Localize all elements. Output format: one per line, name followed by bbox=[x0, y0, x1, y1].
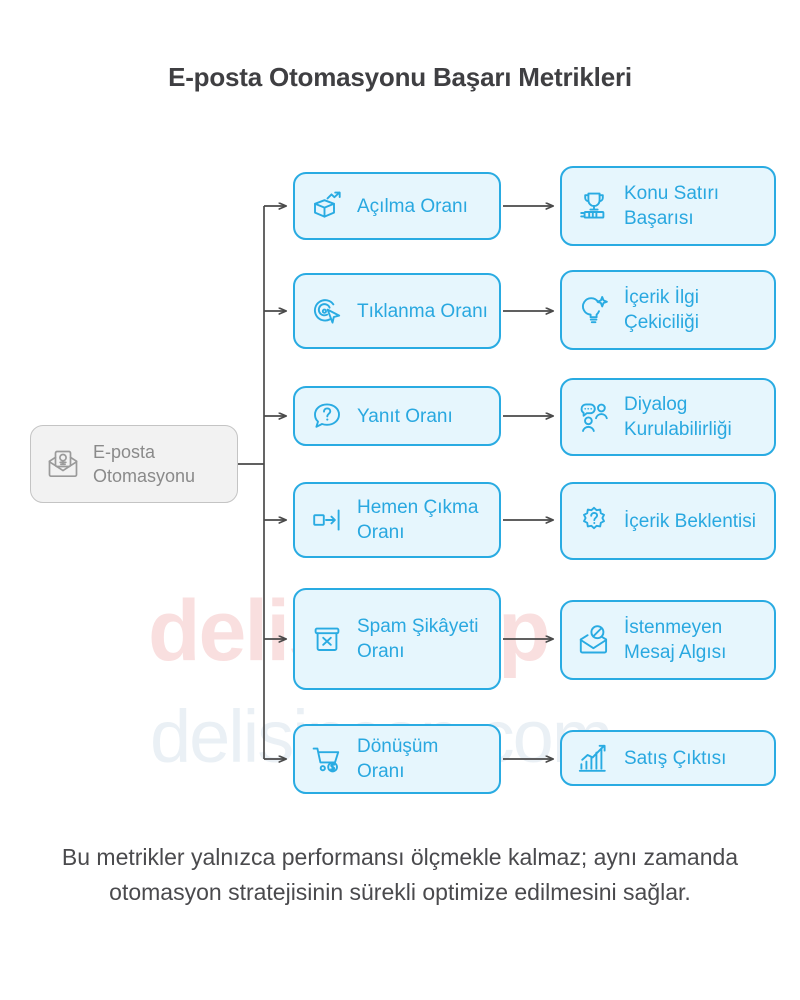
metric-node-label: Yanıt Oranı bbox=[357, 405, 453, 427]
outcome-node-label: Konu Satırı Başarısı bbox=[624, 183, 720, 229]
root-node-label: E-posta Otomasyonu bbox=[93, 442, 196, 486]
outcome-node-diyalog-kurulabilirligi[interactable]: Diyalog Kurulabilirliği bbox=[560, 378, 776, 456]
root-node-email-automation[interactable]: E-posta Otomasyonu bbox=[30, 425, 238, 503]
outcome-node-icerik-beklentisi[interactable]: İçerik Beklentisi bbox=[560, 482, 776, 560]
open-box-growth-icon bbox=[307, 186, 347, 226]
metric-node-label: Açılma Oranı bbox=[357, 195, 468, 217]
exit-arrow-icon bbox=[307, 500, 347, 540]
metric-node-hemen-cikma-orani[interactable]: Hemen Çıkma Oranı bbox=[293, 482, 501, 558]
metric-node-acilma-orani[interactable]: Açılma Oranı bbox=[293, 172, 501, 240]
summary-caption: Bu metrikler yalnızca performansı ölçmek… bbox=[61, 844, 739, 905]
outcome-node-label: Satış Çıktısı bbox=[624, 747, 727, 769]
metric-node-label: Spam Şikâyeti Oranı bbox=[357, 616, 479, 662]
page-title: E-posta Otomasyonu Başarı Metrikleri bbox=[168, 62, 632, 92]
metric-node-label: Tıklanma Oranı bbox=[357, 300, 488, 322]
email-automation-icon bbox=[43, 444, 83, 484]
outcome-node-satis-ciktisi[interactable]: Satış Çıktısı bbox=[560, 730, 776, 786]
metric-node-donusum-orani[interactable]: Dönüşüm Oranı bbox=[293, 724, 501, 794]
metric-node-spam-sikayeti-orani[interactable]: Spam Şikâyeti Oranı bbox=[293, 588, 501, 690]
click-cursor-icon bbox=[307, 291, 347, 331]
outcome-node-label: İçerik İlgi Çekiciliği bbox=[624, 287, 699, 333]
bar-chart-growth-icon bbox=[574, 738, 614, 778]
outcome-node-konu-satiri-basarisi[interactable]: Konu Satırı Başarısı bbox=[560, 166, 776, 246]
lightbulb-sparkle-icon bbox=[574, 290, 614, 330]
cart-dollar-icon bbox=[307, 739, 347, 779]
question-bubble-icon bbox=[307, 396, 347, 436]
outcome-node-label: Diyalog Kurulabilirliği bbox=[624, 394, 732, 440]
metric-node-label: Dönüşüm Oranı bbox=[357, 736, 439, 782]
metric-node-yanit-orani[interactable]: Yanıt Oranı bbox=[293, 386, 501, 446]
metric-node-label: Hemen Çıkma Oranı bbox=[357, 497, 479, 543]
metric-node-tiklanma-orani[interactable]: Tıklanma Oranı bbox=[293, 273, 501, 349]
trophy-icon bbox=[574, 186, 614, 226]
outcome-node-label: İçerik Beklentisi bbox=[624, 510, 756, 532]
outcome-node-istenmeyen-mesaj-algisi[interactable]: İstenmeyen Mesaj Algısı bbox=[560, 600, 776, 680]
question-cloud-icon bbox=[574, 501, 614, 541]
trash-x-icon bbox=[307, 619, 347, 659]
blocked-envelope-icon bbox=[574, 620, 614, 660]
outcome-node-icerik-ilgi-cekiciligi[interactable]: İçerik İlgi Çekiciliği bbox=[560, 270, 776, 350]
people-chat-icon bbox=[574, 397, 614, 437]
outcome-node-label: İstenmeyen Mesaj Algısı bbox=[624, 617, 727, 663]
